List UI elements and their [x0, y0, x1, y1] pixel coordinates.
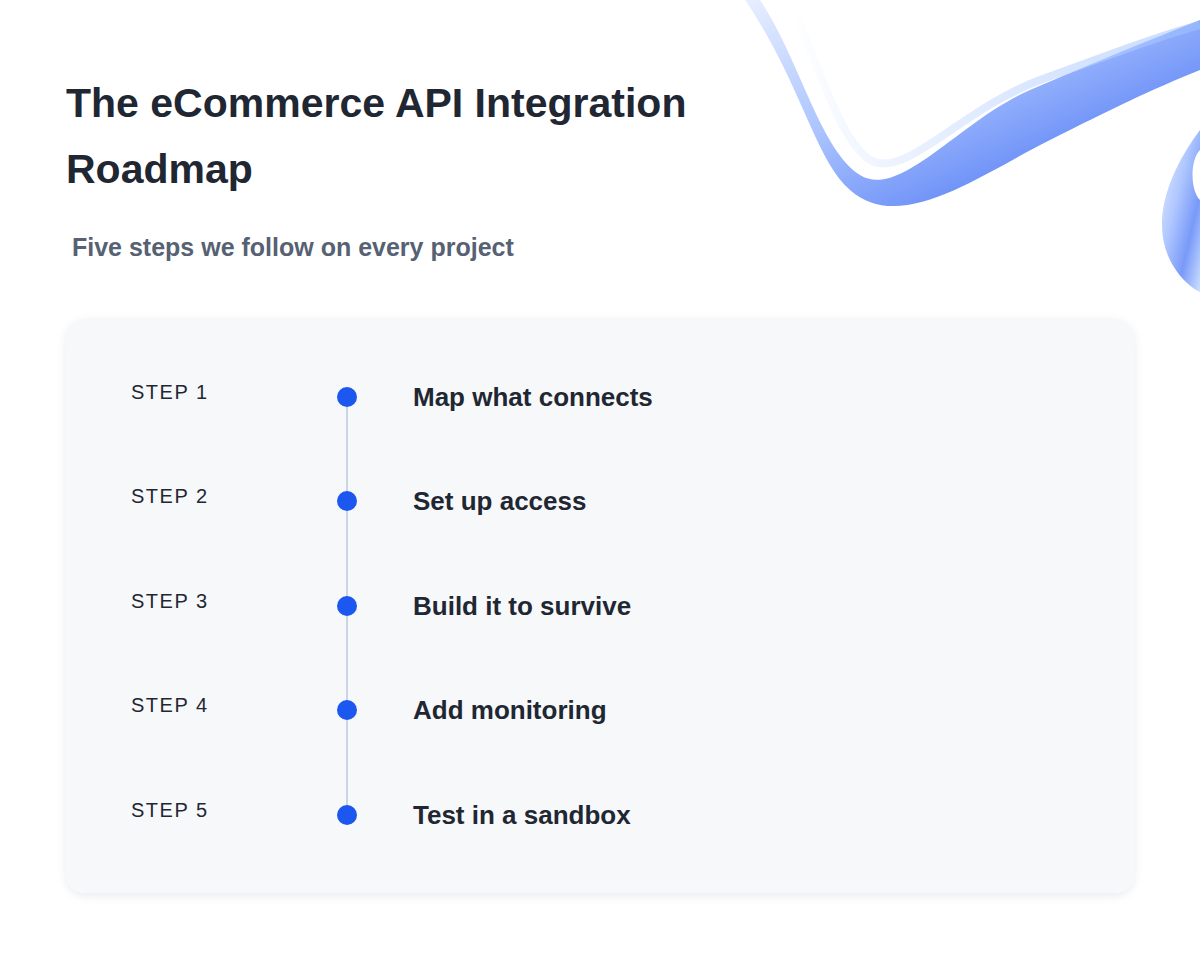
step-title: Add monitoring	[413, 693, 607, 727]
step-number: STEP 4	[131, 692, 209, 718]
step-number: STEP 3	[131, 588, 209, 614]
timeline-dot	[337, 805, 357, 825]
glass-ribbon	[745, 0, 1200, 292]
step-number: STEP 2	[131, 483, 209, 509]
steps-card	[66, 318, 1134, 893]
timeline-dot	[337, 700, 357, 720]
page-title: The eCommerce API Integration Roadmap	[66, 70, 766, 202]
step-number: STEP 1	[131, 379, 209, 405]
timeline-dot	[337, 387, 357, 407]
timeline-dot	[337, 491, 357, 511]
ribbon-highlight	[790, 0, 1200, 164]
step-number: STEP 5	[131, 797, 209, 823]
step-title: Test in a sandbox	[413, 798, 631, 832]
step-title: Build it to survive	[413, 589, 631, 623]
ribbon-tail	[1162, 130, 1200, 292]
step-title: Map what connects	[413, 380, 653, 414]
timeline-dot	[337, 596, 357, 616]
step-title: Set up access	[413, 484, 586, 518]
subtitle: Five steps we follow on every project	[72, 230, 514, 264]
ribbon-band	[745, 0, 1200, 206]
timeline-dots	[337, 387, 357, 825]
